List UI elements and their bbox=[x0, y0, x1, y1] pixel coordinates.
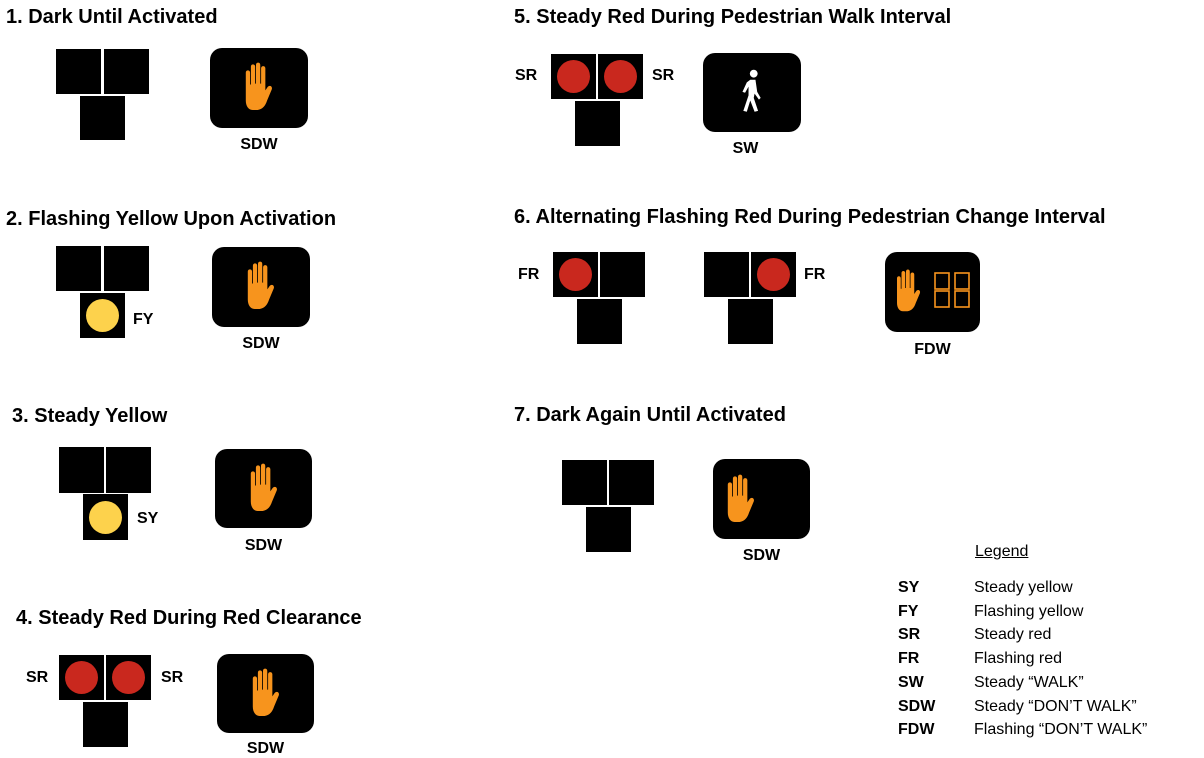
ped-signal-label: SDW bbox=[240, 136, 278, 153]
panel-4-title: 4. Steady Red During Red Clearance bbox=[16, 607, 362, 629]
ped-signal-label: SW bbox=[732, 140, 759, 157]
countdown-digits-icon bbox=[934, 272, 970, 308]
legend-item: FDW Flashing “DON’T WALK” bbox=[898, 720, 1198, 740]
pedestrian-signal-panel-1 bbox=[210, 48, 308, 128]
signal-state-label-left: FR bbox=[518, 266, 540, 283]
legend-item: FY Flashing yellow bbox=[898, 602, 1198, 622]
panel-5-title: 5. Steady Red During Pedestrian Walk Int… bbox=[514, 6, 952, 28]
hand-icon bbox=[241, 259, 275, 313]
legend-desc: Flashing yellow bbox=[974, 603, 1084, 620]
signal-state-label-right: FR bbox=[804, 266, 826, 283]
pedestrian-signal-panel-4 bbox=[217, 654, 314, 733]
legend-desc: Steady “DON’T WALK” bbox=[974, 698, 1137, 715]
signal-head-left bbox=[59, 447, 104, 493]
red-lamp-right bbox=[757, 258, 790, 291]
panel-2-title: 2. Flashing Yellow Upon Activation bbox=[6, 208, 337, 230]
red-lamp-left bbox=[559, 258, 592, 291]
pedestrian-signal-panel-3 bbox=[215, 449, 312, 528]
legend-desc: Steady yellow bbox=[974, 579, 1073, 596]
red-lamp-left bbox=[557, 60, 590, 93]
legend-desc: Steady red bbox=[974, 626, 1052, 643]
hand-icon bbox=[721, 472, 755, 526]
panel-6-title: 6. Alternating Flashing Red During Pedes… bbox=[514, 206, 1106, 228]
signal-head-right bbox=[104, 246, 149, 291]
signal-state-label-left: SR bbox=[515, 67, 538, 84]
signal-head-bottom bbox=[575, 101, 620, 146]
legend-title: Legend bbox=[975, 543, 1029, 560]
legend: SY Steady yellow FY Flashing yellow SR S… bbox=[898, 578, 1198, 748]
ped-signal-label: SDW bbox=[246, 740, 285, 757]
legend-item: FR Flashing red bbox=[898, 649, 1198, 669]
yellow-lamp bbox=[89, 501, 122, 534]
signal-head-left bbox=[56, 49, 101, 94]
legend-item: SY Steady yellow bbox=[898, 578, 1198, 598]
legend-desc: Steady “WALK” bbox=[974, 674, 1084, 691]
signal-head-left bbox=[56, 246, 101, 291]
hand-icon bbox=[239, 60, 273, 114]
ped-signal-label: SDW bbox=[242, 335, 280, 352]
signal-head-right bbox=[106, 447, 151, 493]
ped-signal-label: SDW bbox=[244, 537, 283, 554]
signal-head-bottom bbox=[80, 96, 125, 140]
legend-desc: Flashing red bbox=[974, 650, 1063, 667]
signal-head-bottom bbox=[586, 507, 631, 552]
legend-item: SR Steady red bbox=[898, 625, 1198, 645]
legend-item: SW Steady “WALK” bbox=[898, 673, 1198, 693]
hand-icon bbox=[891, 266, 921, 316]
hand-icon bbox=[244, 461, 278, 515]
signal-head-right bbox=[600, 252, 645, 297]
signal-head-left bbox=[704, 252, 749, 297]
signal-head-bottom bbox=[728, 299, 773, 344]
legend-abbr: FDW bbox=[898, 721, 935, 738]
signal-state-label-right: SR bbox=[161, 669, 184, 686]
pedestrian-signal-panel-6 bbox=[885, 252, 980, 332]
red-lamp-right bbox=[112, 661, 145, 694]
red-lamp-left bbox=[65, 661, 98, 694]
walking-person-icon bbox=[739, 67, 765, 115]
signal-state-label-left: SR bbox=[26, 669, 49, 686]
legend-abbr: FR bbox=[898, 650, 920, 667]
yellow-lamp bbox=[86, 299, 119, 332]
ped-signal-label: FDW bbox=[914, 341, 951, 358]
pedestrian-signal-panel-5 bbox=[703, 53, 801, 132]
legend-desc: Flashing “DON’T WALK” bbox=[974, 721, 1148, 738]
legend-abbr: SR bbox=[898, 626, 921, 643]
pedestrian-signal-panel-2 bbox=[212, 247, 310, 327]
panel-3-title: 3. Steady Yellow bbox=[12, 405, 168, 427]
signal-head-right bbox=[104, 49, 149, 94]
signal-head-bottom bbox=[577, 299, 622, 344]
red-lamp-right bbox=[604, 60, 637, 93]
legend-item: SDW Steady “DON’T WALK” bbox=[898, 697, 1198, 717]
signal-state-label-right: SR bbox=[652, 67, 675, 84]
signal-head-left bbox=[562, 460, 607, 505]
legend-abbr: FY bbox=[898, 603, 919, 620]
signal-state-label: SY bbox=[137, 510, 159, 527]
pedestrian-signal-panel-7 bbox=[713, 459, 810, 539]
panel-7-title: 7. Dark Again Until Activated bbox=[514, 404, 786, 426]
signal-head-right bbox=[609, 460, 654, 505]
legend-abbr: SY bbox=[898, 579, 920, 596]
legend-abbr: SW bbox=[898, 674, 924, 691]
signal-head-bottom bbox=[83, 702, 128, 747]
ped-signal-label: SDW bbox=[742, 547, 781, 564]
panel-1-title: 1. Dark Until Activated bbox=[6, 6, 218, 28]
signal-state-label: FY bbox=[133, 311, 154, 328]
legend-abbr: SDW bbox=[898, 698, 936, 715]
hand-icon bbox=[246, 666, 280, 720]
